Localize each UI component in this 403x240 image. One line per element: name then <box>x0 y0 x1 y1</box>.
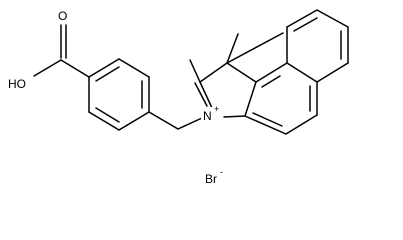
bond <box>244 115 287 135</box>
atom-label-bromide: Br <box>205 172 217 186</box>
bond <box>199 81 213 109</box>
naphthalene-ring-b <box>286 9 349 83</box>
bond <box>316 9 349 28</box>
double-bond-inner <box>95 107 120 123</box>
bond <box>226 62 257 83</box>
bond <box>316 62 349 83</box>
atom-label-oxygen: O <box>58 9 67 23</box>
methylene-bond <box>148 111 179 130</box>
bromide-charge: - <box>220 167 223 177</box>
methylene-bond <box>177 117 203 130</box>
bond <box>255 62 288 83</box>
bond <box>286 62 318 83</box>
nitrogen-label-background <box>201 107 214 122</box>
atom-label-nitrogen: N <box>203 109 212 123</box>
bond <box>286 9 318 28</box>
bond <box>60 59 90 78</box>
bond <box>118 111 150 131</box>
double-bond-inner <box>293 17 318 32</box>
bond <box>199 62 228 83</box>
double-bond-inner <box>261 75 281 88</box>
nitrogen-charge: + <box>214 104 219 114</box>
naphthalene-ring-a <box>244 62 318 135</box>
bond <box>88 111 120 131</box>
benzoic-acid-ring <box>88 58 150 131</box>
indolium-ring <box>194 62 257 118</box>
methyl-bond <box>226 33 239 64</box>
bond <box>118 58 150 78</box>
double-bond-inner <box>194 82 208 107</box>
bond <box>88 58 120 78</box>
double-bond-inner <box>95 66 120 82</box>
chemical-structure: O HO N + Br - <box>8 9 349 186</box>
bond <box>285 114 318 135</box>
atom-label-hydroxyl: HO <box>8 77 26 91</box>
methyl-bond <box>189 59 201 83</box>
carboxyl-group <box>33 24 90 78</box>
bond <box>33 59 62 77</box>
methyl-bond <box>226 32 284 64</box>
double-bond-inner <box>252 112 283 127</box>
bond <box>244 81 257 117</box>
bond <box>223 115 246 118</box>
